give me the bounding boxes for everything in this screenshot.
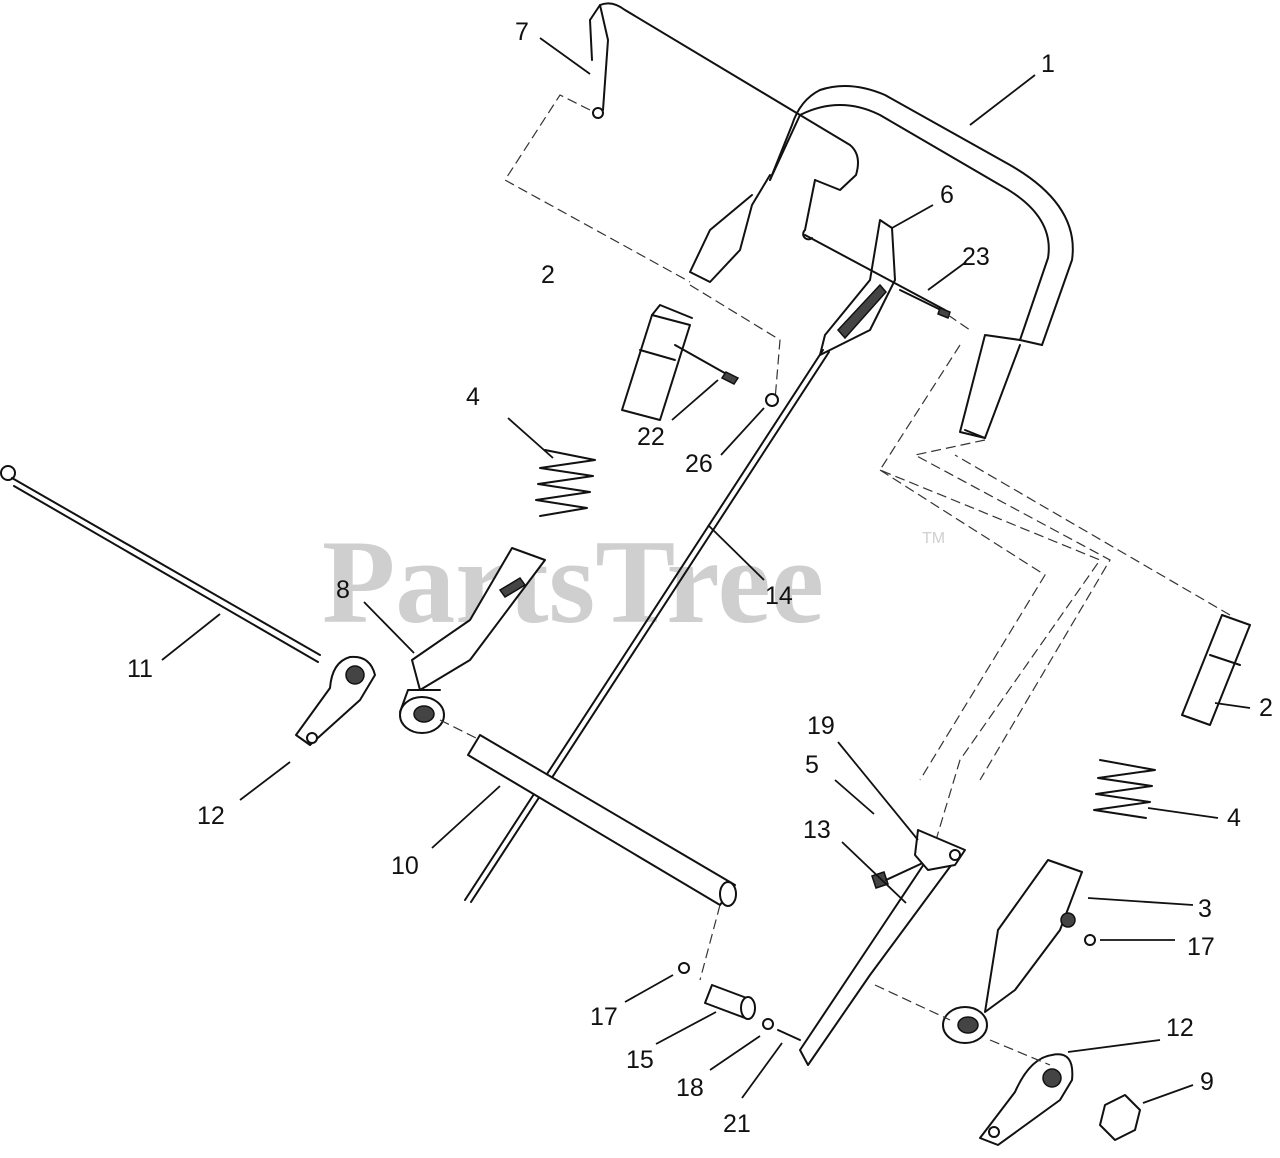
- callout-22[interactable]: 22: [637, 423, 665, 451]
- watermark-text: PartsTree: [322, 515, 824, 648]
- callout-1[interactable]: 1: [1041, 50, 1055, 78]
- bushing-15: [678, 962, 801, 1041]
- callout-12[interactable]: 12: [197, 802, 225, 830]
- callout-14[interactable]: 14: [765, 582, 793, 610]
- left-upper-tube: [621, 284, 781, 421]
- callout-labels: 1 2 2 3 4 4 5 6 7 8 9 10 11 12 12 13 14 …: [127, 18, 1273, 1138]
- control-cable: [464, 349, 830, 903]
- callout-5[interactable]: 5: [805, 751, 819, 779]
- callout-2[interactable]: 2: [1259, 694, 1273, 722]
- phantom-lines-lower: [699, 904, 1051, 1066]
- axle-tube-10: [439, 719, 737, 907]
- callout-2[interactable]: 2: [541, 261, 555, 289]
- right-lower-tube-3: [942, 859, 1083, 1044]
- lower-handle-outline: [879, 344, 1231, 861]
- callout-21[interactable]: 21: [723, 1110, 751, 1138]
- nut-17-right: [1084, 934, 1096, 946]
- nut-17-left: [678, 962, 690, 974]
- watermark-trademark: TM: [922, 530, 945, 547]
- knob-9: [1099, 1094, 1141, 1141]
- callout-26[interactable]: 26: [685, 450, 713, 478]
- callout-9[interactable]: 9: [1200, 1068, 1214, 1096]
- spring-left: [535, 449, 596, 517]
- bolt-5-and-bracket-19: [871, 829, 966, 889]
- callout-17[interactable]: 17: [590, 1003, 618, 1031]
- upper-handle: [689, 85, 1074, 439]
- callout-18[interactable]: 18: [676, 1074, 704, 1102]
- callout-4[interactable]: 4: [1227, 804, 1241, 832]
- callout-15[interactable]: 15: [626, 1046, 654, 1074]
- callout-10[interactable]: 10: [391, 852, 419, 880]
- callout-23[interactable]: 23: [962, 243, 990, 271]
- washer-18: [762, 1018, 774, 1030]
- leader-lines: [161, 37, 1251, 1104]
- upper-rod-11: [0, 465, 321, 663]
- rod-end-right-12: [979, 1053, 1074, 1146]
- left-lower-tube: [399, 547, 546, 734]
- rod-end-left-12: [295, 655, 376, 746]
- callout-19[interactable]: 19: [807, 712, 835, 740]
- cable-bracket: [804, 219, 946, 356]
- bolt-22: [674, 344, 740, 385]
- right-upper-tube: [1181, 614, 1251, 726]
- callout-4[interactable]: 4: [466, 383, 480, 411]
- callout-6[interactable]: 6: [940, 181, 954, 209]
- nut-26: [765, 393, 779, 407]
- callout-17[interactable]: 17: [1187, 933, 1215, 961]
- callout-12[interactable]: 12: [1166, 1014, 1194, 1042]
- callout-11[interactable]: 11: [127, 655, 153, 683]
- callout-3[interactable]: 3: [1198, 895, 1212, 923]
- callout-8[interactable]: 8: [336, 576, 350, 604]
- bolt-21: [777, 1029, 801, 1041]
- pin-23: [899, 289, 971, 331]
- spring-right: [1093, 759, 1156, 819]
- bail-bar: [504, 2, 859, 283]
- callout-13[interactable]: 13: [803, 816, 831, 844]
- callout-7[interactable]: 7: [515, 18, 529, 46]
